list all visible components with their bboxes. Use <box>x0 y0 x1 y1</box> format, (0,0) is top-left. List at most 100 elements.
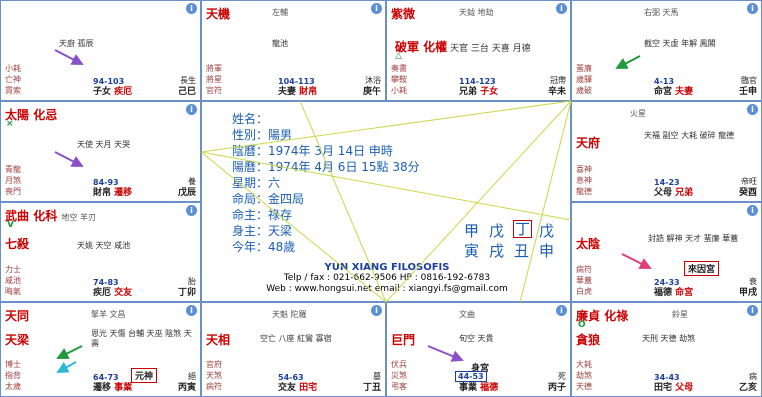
side-stars: 大耗劫煞天德 <box>576 360 592 391</box>
palace-chou[interactable]: i 天相 天魁 陀羅 空亡 八座 紅鸞 寡宿 官府天煞病符 54-63 墓 交友… <box>201 302 386 397</box>
side-stars: 病符華蓋白虎 <box>576 265 592 296</box>
palace-you[interactable]: i 火星 天府 天福 副空 大耗 破碎 龍德 喜神息神龍德 14-23 帝旺 父… <box>571 101 762 202</box>
minor-stars: 封誥 解神 天才 蜚廉 華蓋 <box>648 234 739 243</box>
pillar-month-stem: 戊 <box>489 222 505 240</box>
second-main-star: 天梁 <box>5 333 30 347</box>
palace-wu[interactable]: i 天機 左輔 龍池 將軍將星官符 104-113 沐浴 夫妻 財帛 庚午 <box>201 0 386 101</box>
age-range: 44-53 <box>455 371 487 382</box>
life-stage: 臨官 <box>741 76 757 85</box>
palace-chen[interactable]: i 太陽 化忌 × 天使 天月 天哭 青龍月煞喪門 84-93 養 財帛 遷移 … <box>0 101 201 202</box>
top-minor-stars: 火星 <box>630 109 646 118</box>
age-range: 54-63 <box>278 373 304 382</box>
palace-mao[interactable]: i 武曲 化科 地空 羊刃 V 七殺 天姚 天空 咸池 力士咸池晦氣 74-83… <box>0 202 201 302</box>
ganzhi: 丙寅 <box>177 383 196 393</box>
info-icon[interactable]: i <box>186 305 197 316</box>
life-stage: 胎 <box>188 277 196 286</box>
side-stars: 喜神息神龍德 <box>576 165 592 196</box>
palace-name: 事業 福德 <box>459 383 499 393</box>
info-icon[interactable]: i <box>747 205 758 216</box>
info-icon[interactable]: i <box>186 3 197 14</box>
top-minor-stars: 鈴星 <box>672 310 688 319</box>
main-star: 巨門 <box>391 333 416 347</box>
side-stars: 博士指背太歲 <box>5 360 21 391</box>
minor-stars: 天福 副空 大耗 破碎 龍德 <box>644 131 735 140</box>
solar-date: 陽曆：1974年 4月 6日 15點 38分 <box>232 160 420 174</box>
age-range: 114-123 <box>459 77 496 86</box>
palace-wei[interactable]: i 紫微 天鉞 地劫 破軍 化權 天官 三台 天喜 月德 △ 奏書攀鞍小耗 11… <box>386 0 571 101</box>
palace-zi[interactable]: i 巨門 文曲 旬空 天貴 身宮 伏兵災煞弔客 44-53 死 事業 福德 丙子 <box>386 302 571 397</box>
side-stars: 力士咸池晦氣 <box>5 265 21 296</box>
spirit-label: 元神 <box>131 368 158 383</box>
weekday-line: 星期：六 <box>232 176 281 190</box>
age-range: 84-93 <box>93 178 119 187</box>
triangle-marker: △ <box>395 51 402 61</box>
palace-name: 疾厄 交友 <box>93 288 133 298</box>
age-range: 24-33 <box>654 278 680 287</box>
pillar-year-branch: 寅 <box>464 242 480 260</box>
info-icon[interactable]: i <box>186 205 197 216</box>
life-stage: 絕 <box>188 372 196 381</box>
side-stars: 將軍將星官符 <box>206 64 222 95</box>
pillar-month-branch: 戌 <box>489 242 505 260</box>
top-minor-stars: 天鉞 地劫 <box>459 8 494 17</box>
ganzhi: 辛未 <box>547 87 566 97</box>
palace-hai[interactable]: i 廉貞 化祿 鈴星 O 貪狼 天刑 天德 劫煞 大耗劫煞天德 34-43 病 … <box>571 302 762 397</box>
gender-line: 性別：陽男 <box>232 128 293 142</box>
top-minor-stars: 左輔 <box>272 8 288 17</box>
palace-name: 福德 命宮 <box>654 288 694 298</box>
side-stars: 官府天煞病符 <box>206 360 222 391</box>
info-icon[interactable]: i <box>186 104 197 115</box>
life-stage: 帝旺 <box>741 177 757 186</box>
company-footer: YUN XIANG FILOSOFIS Telp / fax : 021-662… <box>202 262 572 295</box>
minor-stars: 天姚 天空 咸池 <box>77 241 131 250</box>
info-icon[interactable]: i <box>371 3 382 14</box>
ganzhi: 己巳 <box>177 87 196 97</box>
info-icon[interactable]: i <box>556 3 567 14</box>
palace-yin[interactable]: i 天同 擎羊 文昌 天梁 恩光 天傷 台輔 天巫 陰煞 天壽 博士指背太歲 6… <box>0 302 201 397</box>
info-icon[interactable]: i <box>747 3 758 14</box>
life-stage: 墓 <box>373 372 381 381</box>
main-star: 天府 <box>576 136 601 150</box>
pillar-day-branch: 丑 <box>514 242 530 260</box>
age-range: 34-43 <box>654 373 680 382</box>
palace-shen[interactable]: i 右弼 天馬 截空 天虛 年解 鳳閣 蜚廉歲驛歲破 4-13 臨官 命宮 夫妻… <box>571 0 762 101</box>
main-star: 天機 <box>206 7 231 21</box>
age-range: 74-83 <box>93 278 119 287</box>
palace-name: 田宅 父母 <box>654 383 694 393</box>
palace-name: 父母 兄弟 <box>654 188 694 198</box>
life-stage: 長生 <box>180 76 196 85</box>
info-icon[interactable]: i <box>371 305 382 316</box>
life-master: 命主：祿存 <box>232 208 293 222</box>
ganzhi: 壬申 <box>738 87 757 97</box>
minor-stars: 截空 天虛 年解 鳳閣 <box>644 39 716 48</box>
ganzhi: 乙亥 <box>738 383 757 393</box>
minor-stars: 旬空 天貴 <box>459 334 494 343</box>
minor-stars: 天使 天月 天哭 <box>77 140 131 149</box>
main-star: 天同 <box>5 309 30 323</box>
main-star: 紫微 <box>391 7 416 21</box>
main-star: 廉貞 化祿 <box>576 309 629 323</box>
minor-stars: 破軍 化權 天官 三台 天喜 月德 <box>395 40 531 54</box>
top-minor-stars: 文曲 <box>459 310 475 319</box>
minor-stars: 天廚 孤辰 <box>59 39 94 48</box>
life-stage: 衰 <box>749 277 757 286</box>
palace-si[interactable]: i 天廚 孤辰 小耗亡神貫索 94-103 長生 子女 疾厄 己巳 <box>0 0 201 101</box>
age-range: 64-73 <box>93 373 119 382</box>
info-icon[interactable]: i <box>747 104 758 115</box>
info-icon[interactable]: i <box>556 305 567 316</box>
top-minor-stars: 天魁 陀羅 <box>272 310 307 319</box>
main-star: 太陰 <box>576 237 601 251</box>
pillar-year-stem: 甲 <box>464 222 480 240</box>
info-icon[interactable]: i <box>747 305 758 316</box>
company-name: YUN XIANG FILOSOFIS <box>324 262 450 273</box>
palace-name: 命宮 夫妻 <box>654 87 694 97</box>
cross-marker: × <box>6 119 14 129</box>
ganzhi: 癸酉 <box>738 188 757 198</box>
main-star: 天相 <box>206 333 231 347</box>
ganzhi: 丙子 <box>547 383 566 393</box>
top-minor-stars: 右弼 天馬 <box>644 8 679 17</box>
age-range: 94-103 <box>93 77 125 86</box>
palace-xu[interactable]: i 太陰 封誥 解神 天才 蜚廉 華蓋 來因宮 病符華蓋白虎 24-33 衰 福… <box>571 202 762 302</box>
body-palace-label: 身宮 <box>471 364 490 374</box>
